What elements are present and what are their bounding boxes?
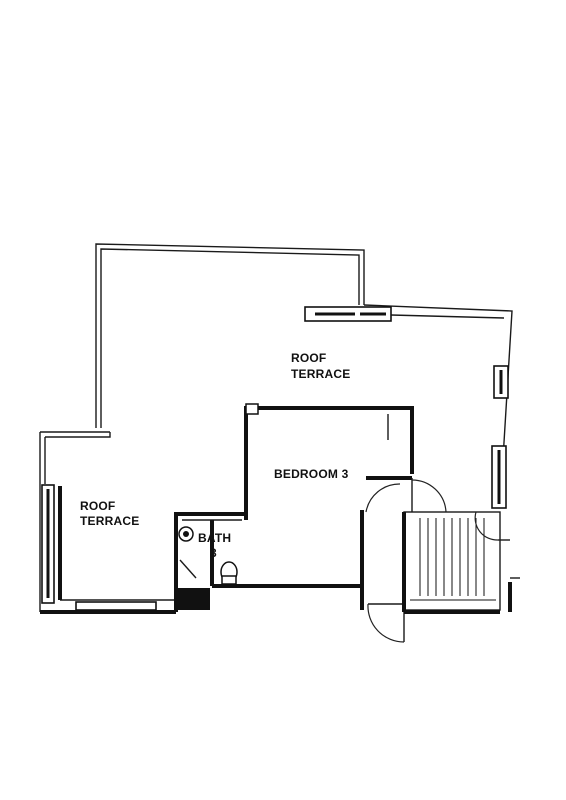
entry-door bbox=[365, 483, 405, 643]
terrace-planter-left bbox=[41, 484, 55, 604]
roof-terrace-upper-label-line1: ROOF bbox=[291, 351, 326, 365]
bedroom-label: BEDROOM 3 bbox=[274, 467, 349, 481]
roof-terrace-left-label-line1: ROOF bbox=[80, 499, 115, 513]
terrace-planter-upper bbox=[304, 306, 392, 322]
terrace-planter-right bbox=[491, 365, 509, 509]
staircase bbox=[402, 511, 520, 614]
bedroom-door bbox=[411, 478, 447, 513]
bath-walls bbox=[174, 512, 248, 612]
bath-label-line2: 3 bbox=[210, 546, 217, 560]
bedroom-walls bbox=[212, 403, 414, 610]
bath-label-line1: BATH bbox=[198, 531, 231, 545]
bath-fixtures bbox=[178, 526, 238, 585]
roof-terrace-parapet bbox=[39, 243, 513, 612]
bottom-left-wall bbox=[40, 486, 176, 614]
roof-terrace-left-label-line2: TERRACE bbox=[80, 514, 139, 528]
roof-terrace-upper-label-line2: TERRACE bbox=[291, 367, 350, 381]
